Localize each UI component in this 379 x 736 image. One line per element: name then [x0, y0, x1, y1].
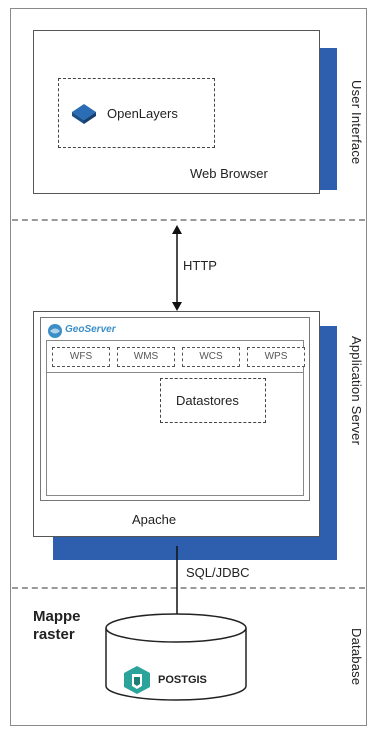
sql-jdbc-label: SQL/JDBC: [186, 565, 250, 580]
datastores-box: Datastores: [160, 378, 266, 423]
datastore-area: Datastores: [46, 373, 304, 496]
openlayers-box: OpenLayers: [58, 78, 215, 148]
user-interface-label: User Interface: [349, 80, 364, 165]
datastores-label: Datastores: [176, 393, 239, 408]
wfs-service: WFS: [52, 347, 110, 367]
geoserver-logo-text: GeoServer: [65, 324, 116, 335]
raster-label-line2: raster: [33, 626, 75, 643]
geoserver-logo-icon: [48, 324, 62, 338]
wms-service: WMS: [117, 347, 175, 367]
apache-panel: GeoServer WFS WMS WCS WPS Datastores Apa…: [33, 311, 320, 537]
openlayers-label: OpenLayers: [107, 106, 178, 121]
services-row: WFS WMS WCS WPS: [46, 340, 305, 373]
openlayers-icon: [72, 104, 96, 124]
postgis-label: POSTGIS: [158, 674, 207, 686]
web-browser-panel: OpenLayers Web Browser: [33, 30, 320, 194]
wps-service: WPS: [247, 347, 305, 367]
raster-label-line1: Mappe: [33, 608, 81, 625]
wcs-service: WCS: [182, 347, 240, 367]
database-label: Database: [349, 628, 364, 686]
postgis-icon: [124, 666, 150, 694]
separator-bottom: [12, 587, 365, 589]
apache-label: Apache: [132, 512, 177, 527]
geoserver-box: GeoServer WFS WMS WCS WPS Datastores: [40, 317, 310, 501]
http-arrow: [172, 225, 182, 311]
application-server-label: Application Server: [349, 336, 364, 446]
separator-top: [12, 219, 365, 221]
web-browser-label: Web Browser: [190, 166, 268, 181]
http-label: HTTP: [183, 258, 217, 273]
